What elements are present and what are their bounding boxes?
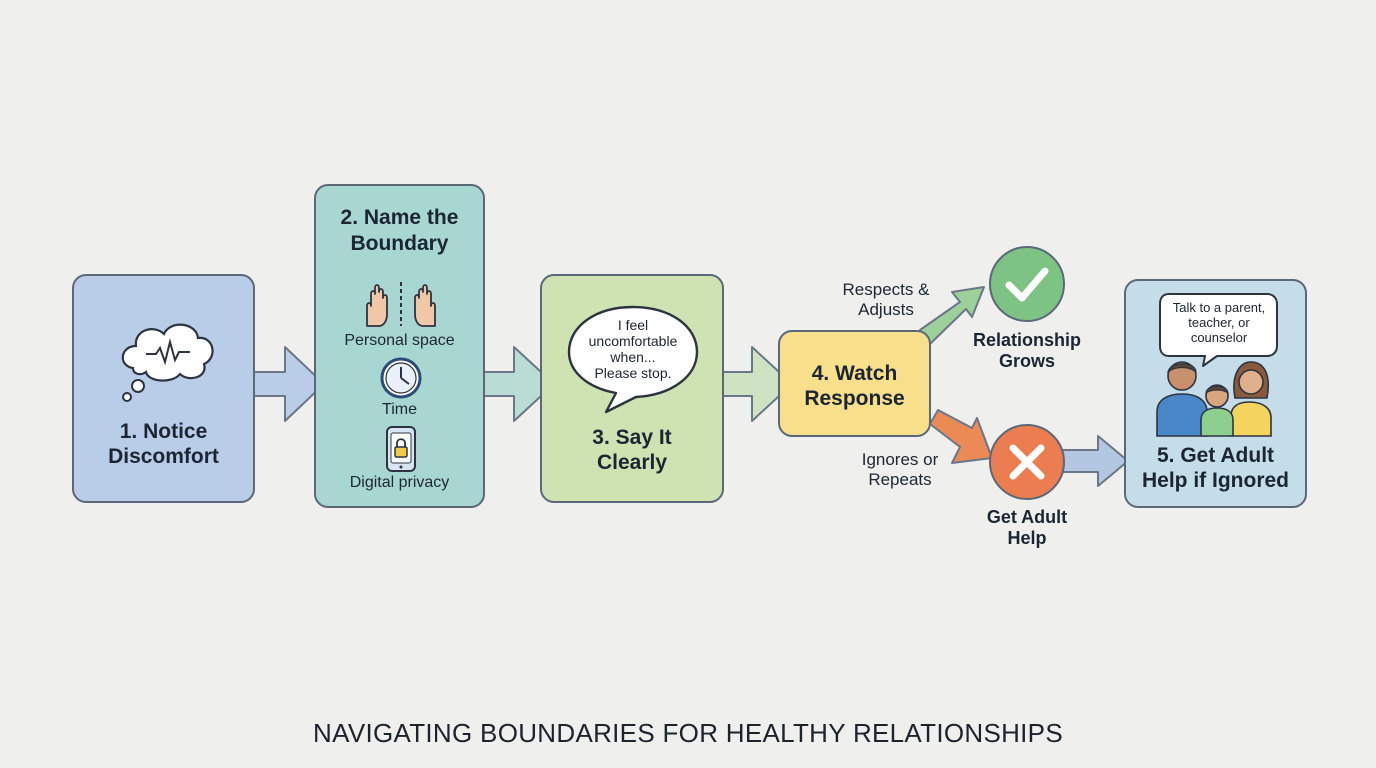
negative-condition-line2: Repeats: [868, 470, 932, 489]
diagram-title: NAVIGATING BOUNDARIES FOR HEALTHY RELATI…: [313, 718, 1063, 748]
help-line-1: Talk to a parent,: [1172, 300, 1266, 315]
positive-condition-label: Respects & Adjusts: [826, 280, 946, 320]
step-4-title-line1: 4. Watch: [811, 362, 898, 385]
arrow-positive-branch: [919, 286, 985, 345]
step-2-title-line2: Boundary: [350, 232, 449, 255]
checkmark-icon: [989, 246, 1065, 322]
step-2-title-line1: 2. Name the: [340, 206, 459, 229]
speech-line-1: I feel: [617, 317, 649, 333]
negative-outcome-line2: Help: [1007, 528, 1047, 548]
positive-condition-line2: Adjusts: [858, 300, 914, 319]
help-line-2: teacher, or: [1188, 315, 1250, 330]
step-3-say-it-clearly: I feel uncomfortable when... Please stop…: [540, 274, 724, 503]
step-5-title-line2: Help if Ignored: [1142, 469, 1289, 492]
arrow-help-to-step5: [1059, 435, 1129, 487]
family-icon: [1156, 361, 1272, 437]
help-line-3: counselor: [1190, 330, 1248, 345]
positive-outcome-line2: Grows: [998, 351, 1055, 371]
step-5-title-line1: 5. Get Adult: [1156, 444, 1275, 467]
positive-outcome-label: Relationship Grows: [957, 330, 1097, 372]
arrow-step1-to-step2: [251, 346, 325, 422]
speech-bubble-icon: [1159, 293, 1278, 367]
help-bubble-text: Talk to a parent, teacher, or counselor: [1159, 300, 1279, 345]
step-3-title-line1: 3. Say It: [592, 426, 672, 449]
example-time-label: Time: [382, 401, 417, 418]
locked-phone-icon: [386, 426, 416, 472]
x-mark-icon: [989, 424, 1065, 500]
negative-outcome-label: Get Adult Help: [962, 507, 1092, 549]
negative-outcome-line1: Get Adult: [986, 507, 1068, 527]
positive-condition-line1: Respects &: [842, 280, 930, 299]
positive-outcome-line1: Relationship: [972, 330, 1081, 350]
arrow-step3-to-step4: [720, 346, 793, 422]
speech-bubble-text: I feel uncomfortable when... Please stop…: [569, 317, 697, 381]
thought-cloud-icon: [121, 323, 214, 402]
step-2-name-boundary: 2. Name the Boundary Personal space Time…: [314, 184, 485, 508]
speech-line-3: when...: [610, 349, 656, 365]
arrow-step2-to-step3: [481, 346, 555, 422]
step-1-title-line2: Discomfort: [108, 445, 219, 468]
speech-bubble-icon: [567, 305, 699, 414]
negative-condition-label: Ignores or Repeats: [842, 450, 958, 490]
step-4-watch-response: 4. Watch Response: [778, 330, 931, 437]
example-digital-privacy-label: Digital privacy: [349, 474, 450, 491]
step-5-get-adult-help: Talk to a parent, teacher, or counselor …: [1124, 279, 1307, 508]
step-4-title-line2: Response: [804, 387, 905, 410]
step-3-title-line2: Clearly: [596, 451, 668, 474]
clock-icon: [380, 357, 422, 399]
hands-divider-icon: [366, 282, 436, 327]
arrow-negative-branch: [929, 409, 993, 464]
speech-line-2: uncomfortable: [588, 333, 678, 349]
example-personal-space-label: Personal space: [344, 332, 455, 349]
negative-condition-line1: Ignores or: [861, 450, 939, 469]
speech-line-4: Please stop.: [594, 365, 672, 381]
step-1-notice-discomfort: 1. Notice Discomfort: [72, 274, 255, 503]
step-1-title-line1: 1. Notice: [119, 420, 208, 443]
